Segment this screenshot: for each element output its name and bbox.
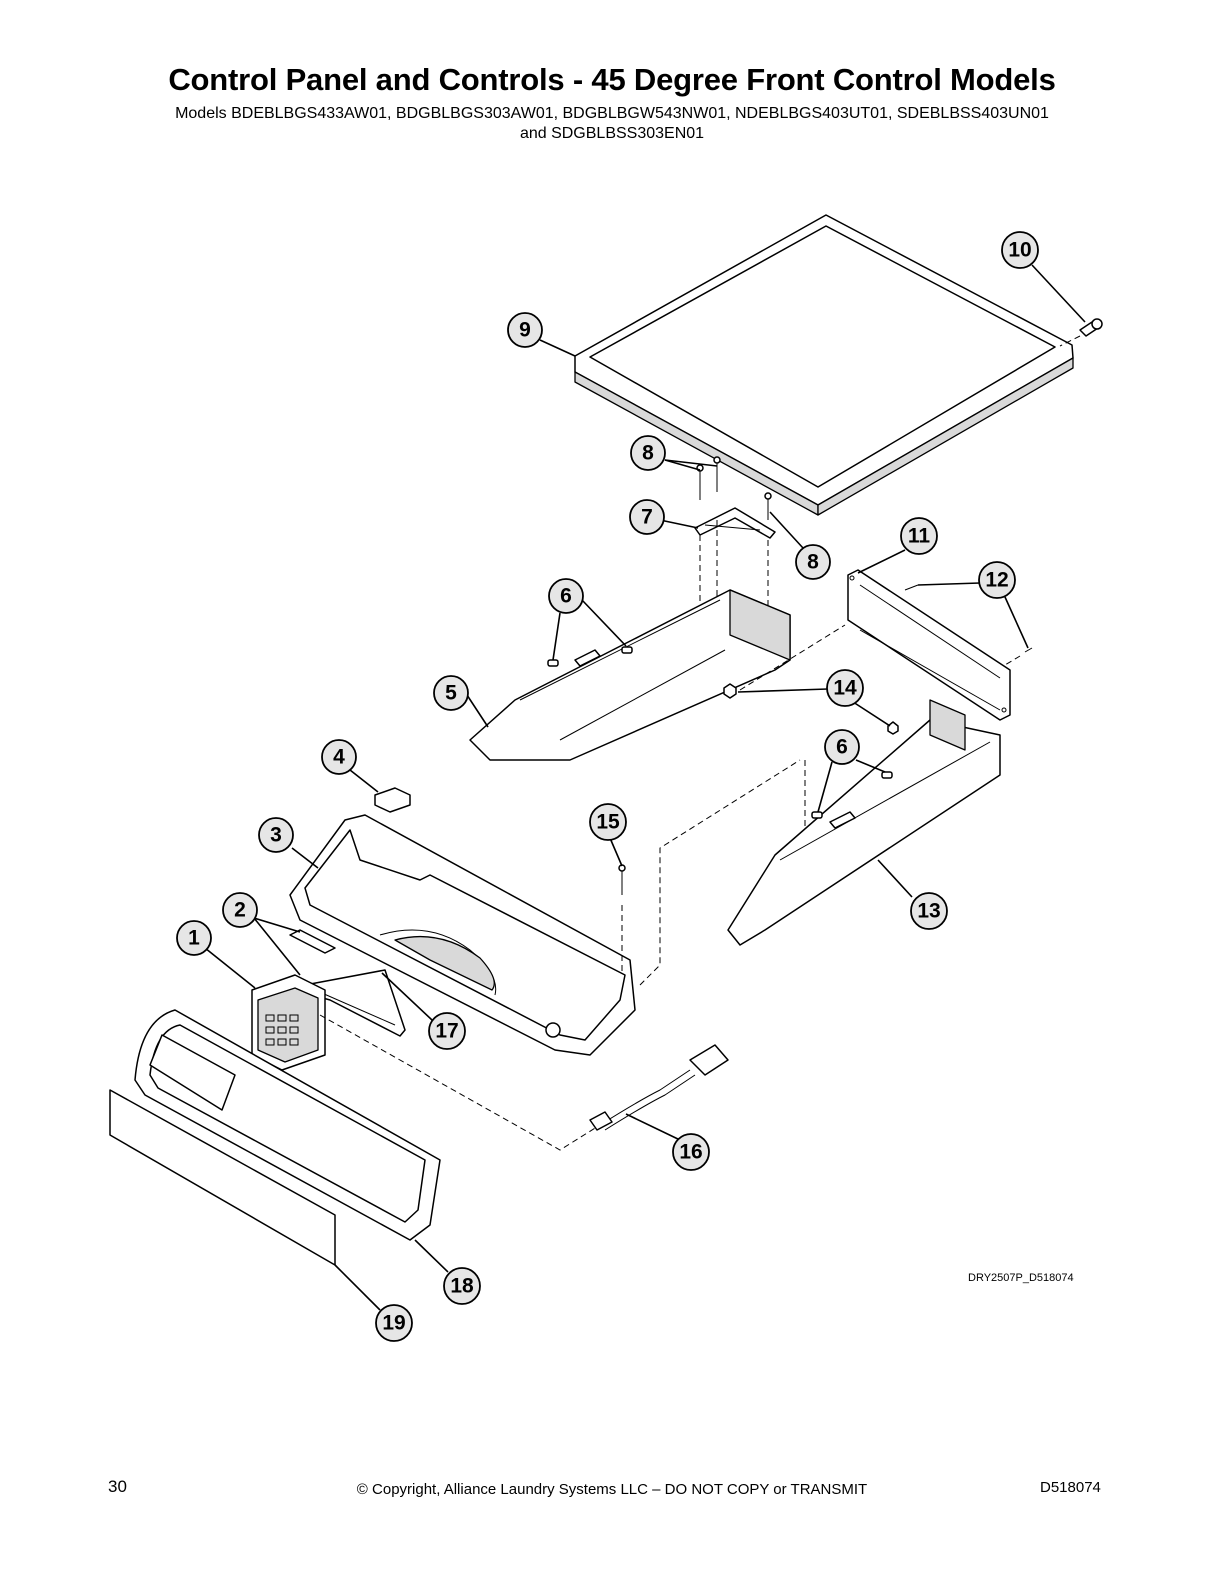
part-harness-16 — [589, 1044, 729, 1131]
models-subtitle: Models BDEBLBGS433AW01, BDGBLBGS303AW01,… — [0, 104, 1224, 144]
callout-19: 19 — [375, 1304, 413, 1342]
callout-10: 10 — [1001, 231, 1039, 269]
callout-18-label: 18 — [450, 1275, 474, 1298]
callout-3: 3 — [258, 817, 294, 853]
callout-5-label: 5 — [445, 682, 457, 705]
callout-14-label: 14 — [833, 677, 857, 700]
leader-lines — [204, 264, 1086, 1311]
callout-13-label: 13 — [917, 900, 940, 923]
part-screw-15 — [618, 864, 626, 895]
part-bracket-7 — [694, 507, 776, 539]
callout-16: 16 — [672, 1133, 710, 1171]
callout-13: 13 — [910, 892, 948, 930]
document-number: D518074 — [1040, 1479, 1101, 1496]
callout-16-label: 16 — [679, 1141, 702, 1164]
part-control-board-1 — [251, 974, 601, 1151]
callout-11: 11 — [900, 517, 938, 555]
callout-6a-label: 6 — [560, 585, 572, 608]
callout-9-label: 9 — [519, 319, 531, 342]
callout-11-label: 11 — [908, 525, 931, 548]
part-channel-13 — [639, 699, 1001, 986]
callout-1: 1 — [176, 920, 212, 956]
callout-1-label: 1 — [188, 927, 200, 950]
callout-8b: 8 — [795, 544, 831, 580]
part-screws-12 — [904, 584, 1033, 666]
callout-17-label: 17 — [435, 1020, 458, 1043]
callout-4-label: 4 — [333, 746, 345, 769]
part-channel-5 — [469, 589, 791, 761]
callout-14: 14 — [826, 669, 864, 707]
callout-3-label: 3 — [270, 824, 282, 847]
callout-9: 9 — [507, 312, 543, 348]
callout-4: 4 — [321, 739, 357, 775]
page-title: Control Panel and Controls - 45 Degree F… — [168, 62, 1056, 97]
callout-7: 7 — [629, 499, 665, 535]
part-screw-10 — [1059, 318, 1103, 347]
callout-5: 5 — [433, 675, 469, 711]
callout-12-label: 12 — [985, 569, 1008, 592]
part-console-frame-3 — [289, 814, 636, 1056]
part-top-panel — [574, 214, 1074, 516]
callout-7-label: 7 — [641, 506, 653, 529]
drawing-id: DRY2507P_D518074 — [968, 1272, 1074, 1284]
part-front-bezel-18 — [134, 1009, 441, 1241]
callout-12: 12 — [978, 561, 1016, 599]
callout-2: 2 — [222, 892, 258, 928]
callout-19-label: 19 — [382, 1312, 405, 1335]
callout-15-label: 15 — [596, 811, 620, 834]
part-rear-panel-11 — [847, 569, 1011, 721]
callout-8a-label: 8 — [642, 442, 654, 465]
page-number: 30 — [108, 1477, 127, 1496]
copyright-notice: © Copyright, Alliance Laundry Systems LL… — [356, 1481, 868, 1498]
part-nuts-14 — [723, 624, 899, 735]
part-screws-8 — [696, 456, 772, 620]
models-line-2: and SDGBLBSS303EN01 — [519, 125, 705, 142]
callout-6b: 6 — [824, 729, 860, 765]
models-line-1: Models BDEBLBGS433AW01, BDGBLBGS303AW01,… — [175, 105, 1049, 122]
callout-18: 18 — [443, 1267, 481, 1305]
callout-15: 15 — [589, 803, 627, 841]
callout-6b-label: 6 — [836, 736, 848, 759]
callout-17: 17 — [428, 1012, 466, 1050]
callout-8b-label: 8 — [807, 551, 819, 574]
callout-10-label: 10 — [1008, 239, 1031, 262]
callout-8a: 8 — [630, 435, 666, 471]
callout-2-label: 2 — [234, 899, 246, 922]
callout-6a: 6 — [548, 578, 584, 614]
part-clip-4 — [374, 787, 411, 813]
